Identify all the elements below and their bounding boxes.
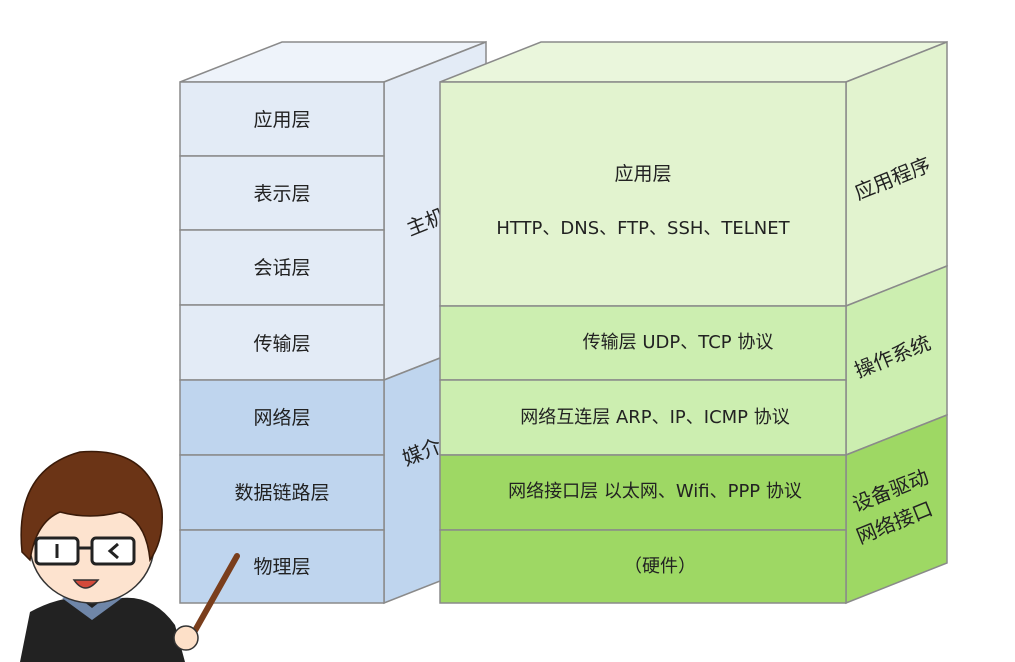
presenter-body <box>20 596 185 662</box>
osi-layer-presentation <box>179 155 385 231</box>
tcpip-stack: 应用层 HTTP、DNS、FTP、SSH、TELNET 传输层 UDP、TCP … <box>439 40 948 605</box>
osi-label-datalink: 数据链路层 <box>234 482 329 504</box>
osi-layer-transport <box>179 304 385 381</box>
osi-layer-datalink <box>179 454 385 531</box>
osi-layer-application <box>179 81 385 157</box>
osi-label-transport: 传输层 <box>253 333 310 355</box>
osi-label-physical: 物理层 <box>253 556 310 578</box>
tcpip-label-application-detail: HTTP、DNS、FTP、SSH、TELNET <box>496 218 790 239</box>
osi-label-presentation: 表示层 <box>253 183 310 205</box>
presenter-mouth <box>72 579 100 589</box>
tcpip-layer-internet <box>439 379 847 456</box>
tcpip-label-link: 网络接口层 以太网、Wifi、PPP 协议 <box>508 481 802 502</box>
tcpip-label-application: 应用层 <box>614 163 671 185</box>
osi-label-session: 会话层 <box>253 257 310 279</box>
tcpip-label-internet: 网络互连层 ARP、IP、ICMP 协议 <box>520 407 790 428</box>
presenter-avatar <box>20 450 240 662</box>
presenter-glasses-right <box>90 536 136 566</box>
osi-label-network: 网络层 <box>253 407 310 429</box>
presenter-eye-right <box>107 542 119 560</box>
presenter-hand <box>173 625 199 651</box>
pointer-stick <box>189 553 240 639</box>
osi-layer-network <box>179 379 385 456</box>
tcpip-layer-transport <box>439 305 847 381</box>
tcpip-label-hardware: （硬件） <box>624 556 696 577</box>
osi-stack: 应用层 表示层 会话层 传输层 网络层 数据链路层 物理层 主机 媒介 <box>179 40 487 605</box>
tcpip-layer-hardware <box>439 529 847 604</box>
osi-label-application: 应用层 <box>253 109 310 131</box>
tcpip-label-transport: 传输层 UDP、TCP 协议 <box>583 332 774 353</box>
tcpip-layer-link <box>439 454 847 531</box>
presenter-hair <box>20 450 163 563</box>
osi-layer-session <box>179 229 385 306</box>
tcpip-layer-application <box>439 81 847 307</box>
